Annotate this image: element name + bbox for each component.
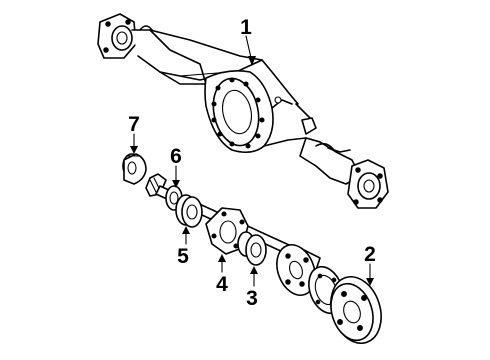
axle-housing [97,13,389,209]
hub-flange [276,244,316,296]
leader-arrows [130,35,374,287]
bearing-part-7 [122,153,147,185]
retainer-plate-part-4 [205,207,249,255]
callout-5: 5 [177,245,189,268]
callout-6: 6 [170,145,182,168]
callout-2: 2 [364,243,376,266]
callout-7: 7 [128,113,140,136]
seal-part-3 [237,231,267,266]
callout-3: 3 [246,287,258,310]
bearing-part-5 [175,194,203,228]
callout-1: 1 [240,16,252,39]
callout-4: 4 [216,273,228,296]
brake-drum-part-2 [330,276,382,344]
